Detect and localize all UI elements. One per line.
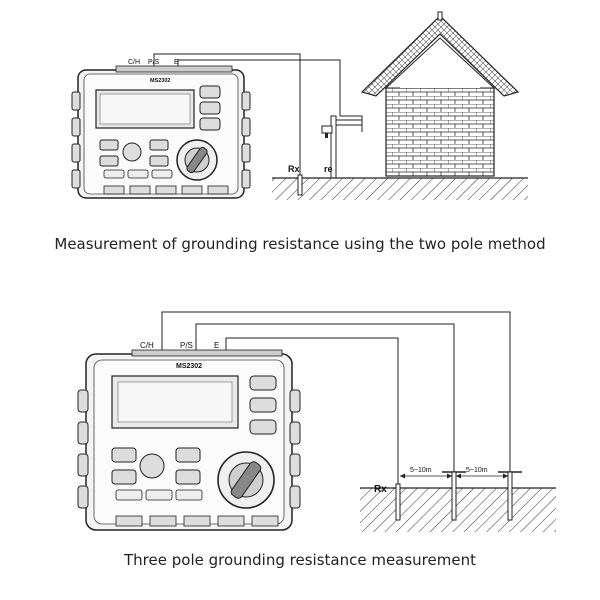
bottom-rx-electrode [395, 483, 401, 521]
distance-arrow-2 [456, 473, 508, 479]
bottom-terminal-e: E [214, 341, 219, 350]
caption-three-pole: Three pole grounding resistance measurem… [124, 551, 476, 569]
top-model-label: MS2302 [150, 78, 171, 84]
bottom-model-label: MS2302 [176, 363, 202, 370]
bottom-terminal-ps: P/S [180, 341, 193, 350]
caption-two-pole: Measurement of grounding resistance usin… [54, 235, 546, 253]
house-illustration [360, 11, 520, 177]
bottom-wire-ps [195, 323, 455, 472]
top-tester-device: MS2302 [71, 65, 251, 199]
top-ground [272, 178, 528, 200]
bottom-rx-label: Rx [374, 484, 387, 495]
top-rx-label: Rx [288, 164, 300, 174]
top-terminal-e: E [174, 59, 179, 66]
bottom-probe-ps [442, 471, 466, 521]
top-diagram: MS2302 C/H P/S E Rx re [71, 11, 528, 200]
bottom-tester-device: MS2302 [77, 349, 301, 531]
bottom-wire-e [225, 337, 399, 488]
bottom-probe-ch [498, 471, 522, 521]
top-wire-ps [153, 53, 301, 178]
bottom-ground [360, 488, 556, 532]
distance-arrow-1 [400, 473, 452, 479]
distance-label-2: 5~10m [466, 467, 488, 474]
top-terminal-ch: C/H [128, 59, 140, 66]
top-wire-e [177, 59, 341, 116]
distance-label-1: 5~10m [410, 467, 432, 474]
top-rx-electrode [297, 174, 303, 196]
bottom-wire-ch [161, 311, 511, 472]
bottom-diagram: MS2302 C/H P/S E Rx [77, 311, 556, 532]
top-re-label: re [324, 164, 333, 174]
bottom-terminal-ch: C/H [140, 341, 154, 350]
